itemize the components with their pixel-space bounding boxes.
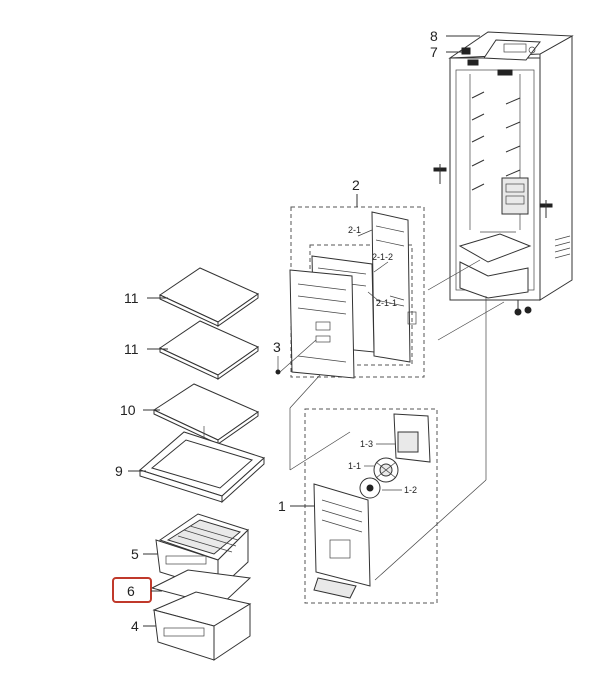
callout-10: 10 — [120, 402, 160, 418]
callout-2: 2 — [352, 177, 360, 207]
callout-label-9: 9 — [115, 463, 123, 479]
callout-9: 9 — [115, 463, 146, 479]
refrigerator-cabinet — [433, 31, 574, 316]
group-2-duct-assembly — [289, 206, 425, 379]
callout-4: 4 — [131, 618, 156, 634]
callout-1-1: 1-1 — [348, 461, 374, 471]
callout-3: 3 — [273, 339, 317, 375]
callout-8: 8 — [430, 28, 480, 44]
callout-1-2: 1-2 — [382, 485, 417, 495]
callout-label-1-2: 1-2 — [404, 485, 417, 495]
callout-11-lower: 11 — [124, 341, 168, 357]
callout-label-1-3: 1-3 — [360, 439, 373, 449]
callout-label-4: 4 — [131, 618, 139, 634]
callout-label-2-1-1: 2-1-1 — [376, 298, 397, 308]
connector-group2-group1 — [289, 374, 351, 471]
callout-label-2-1-2: 2-1-2 — [372, 252, 393, 262]
callout-label-8: 8 — [430, 28, 438, 44]
callout-label-3: 3 — [273, 339, 281, 355]
shelf-9-frame — [138, 431, 265, 504]
callout-11-upper: 11 — [124, 290, 168, 306]
callout-label-1: 1 — [278, 498, 286, 514]
callout-label-11-upper: 11 — [124, 290, 139, 306]
highlight-box-6 — [112, 577, 152, 603]
callout-6: 6 — [112, 577, 162, 603]
shelf-10 — [152, 383, 260, 445]
callout-5: 5 — [131, 546, 158, 562]
callout-2-1: 2-1 — [348, 225, 373, 237]
callout-2-1-2: 2-1-2 — [372, 252, 393, 273]
callout-label-5: 5 — [131, 546, 139, 562]
callout-7: 7 — [430, 44, 471, 60]
callout-label-11-lower: 11 — [124, 341, 139, 357]
callout-label-6: 6 — [127, 583, 135, 599]
callout-2-1-1: 2-1-1 — [367, 291, 397, 308]
callout-label-1-1: 1-1 — [348, 461, 361, 471]
callout-label-2-1: 2-1 — [348, 225, 361, 235]
callout-label-10: 10 — [120, 402, 136, 418]
callout-1-3: 1-3 — [360, 439, 396, 449]
callout-label-7: 7 — [430, 44, 438, 60]
shelf-11-lower — [158, 320, 260, 380]
connector-lines — [374, 259, 505, 581]
callout-1: 1 — [278, 498, 314, 514]
drawer-4 — [152, 591, 252, 661]
shelf-11-upper — [158, 267, 260, 327]
callout-label-2: 2 — [352, 177, 360, 193]
drawer-5 — [155, 513, 249, 592]
